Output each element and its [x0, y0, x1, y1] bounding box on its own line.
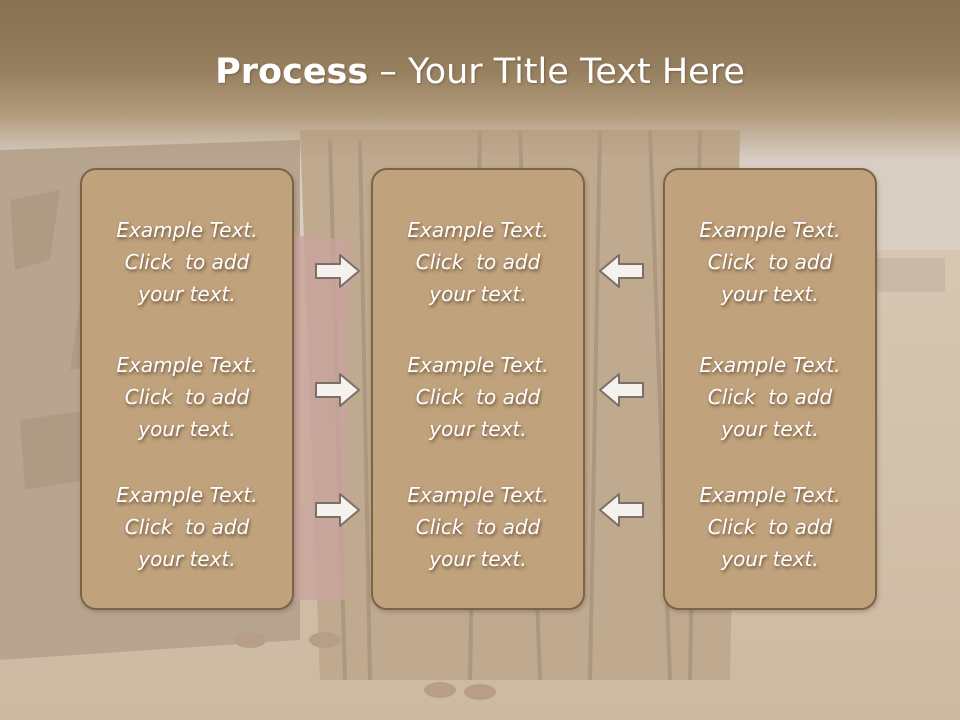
arrow-left-icon[interactable]: [597, 252, 645, 290]
text-block[interactable]: Example Text. Click to add your text.: [665, 214, 875, 310]
text-line: Example Text.: [699, 218, 841, 242]
text-line: Example Text.: [116, 353, 258, 377]
text-block[interactable]: Example Text. Click to add your text.: [373, 214, 583, 310]
arrow-right-icon[interactable]: [314, 491, 362, 529]
text-line: Click to add: [124, 515, 250, 539]
text-line: your text.: [721, 282, 819, 306]
text-block[interactable]: Example Text. Click to add your text.: [665, 479, 875, 575]
text-line: Click to add: [124, 250, 250, 274]
title-bold: Process: [215, 52, 369, 92]
text-line: Example Text.: [699, 353, 841, 377]
process-panel-left[interactable]: Example Text. Click to add your text. Ex…: [80, 168, 294, 610]
text-line: Click to add: [707, 385, 833, 409]
text-block[interactable]: Example Text. Click to add your text.: [373, 349, 583, 445]
text-line: your text.: [429, 547, 527, 571]
text-line: Example Text.: [407, 483, 549, 507]
text-line: Example Text.: [407, 353, 549, 377]
text-block[interactable]: Example Text. Click to add your text.: [373, 479, 583, 575]
title-band: [0, 0, 960, 160]
arrow-right-icon[interactable]: [314, 252, 362, 290]
text-block[interactable]: Example Text. Click to add your text.: [82, 349, 292, 445]
text-line: your text.: [429, 282, 527, 306]
process-panel-right[interactable]: Example Text. Click to add your text. Ex…: [663, 168, 877, 610]
text-line: your text.: [138, 547, 236, 571]
text-line: Click to add: [415, 250, 541, 274]
text-line: Example Text.: [407, 218, 549, 242]
text-block[interactable]: Example Text. Click to add your text.: [665, 349, 875, 445]
text-line: your text.: [138, 417, 236, 441]
text-line: Click to add: [415, 385, 541, 409]
text-line: Example Text.: [116, 218, 258, 242]
text-block[interactable]: Example Text. Click to add your text.: [82, 214, 292, 310]
title-rest: – Your Title Text Here: [368, 52, 745, 92]
text-line: your text.: [721, 547, 819, 571]
text-line: your text.: [429, 417, 527, 441]
text-line: Click to add: [707, 250, 833, 274]
text-line: Click to add: [415, 515, 541, 539]
slide-title[interactable]: Process – Your Title Text Here: [0, 52, 960, 92]
text-line: Click to add: [707, 515, 833, 539]
text-line: Example Text.: [699, 483, 841, 507]
text-line: Click to add: [124, 385, 250, 409]
arrow-left-icon[interactable]: [597, 491, 645, 529]
text-line: your text.: [721, 417, 819, 441]
text-line: Example Text.: [116, 483, 258, 507]
arrow-right-icon[interactable]: [314, 371, 362, 409]
text-line: your text.: [138, 282, 236, 306]
arrow-left-icon[interactable]: [597, 371, 645, 409]
text-block[interactable]: Example Text. Click to add your text.: [82, 479, 292, 575]
process-panel-center[interactable]: Example Text. Click to add your text. Ex…: [371, 168, 585, 610]
